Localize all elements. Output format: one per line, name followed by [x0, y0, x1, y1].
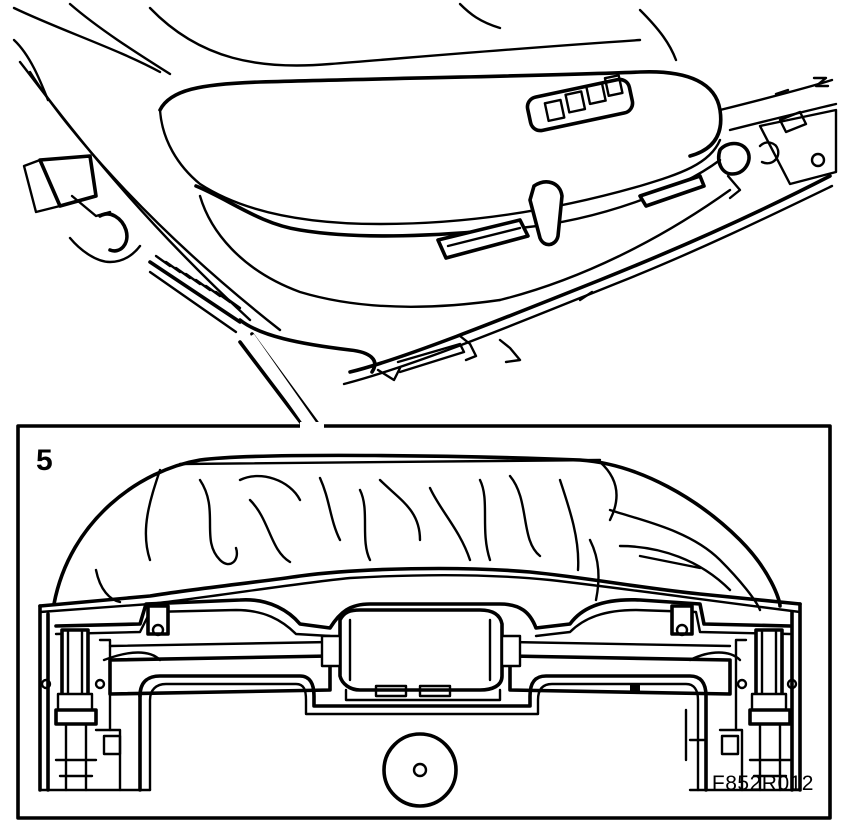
detail-view — [38, 453, 802, 808]
seat-perspective-view — [12, 2, 838, 386]
figure-code-label: F852R012 — [711, 772, 814, 795]
detail-frame — [16, 422, 832, 820]
callout-pointer — [238, 332, 320, 428]
step-number-label: 5 — [36, 444, 53, 477]
